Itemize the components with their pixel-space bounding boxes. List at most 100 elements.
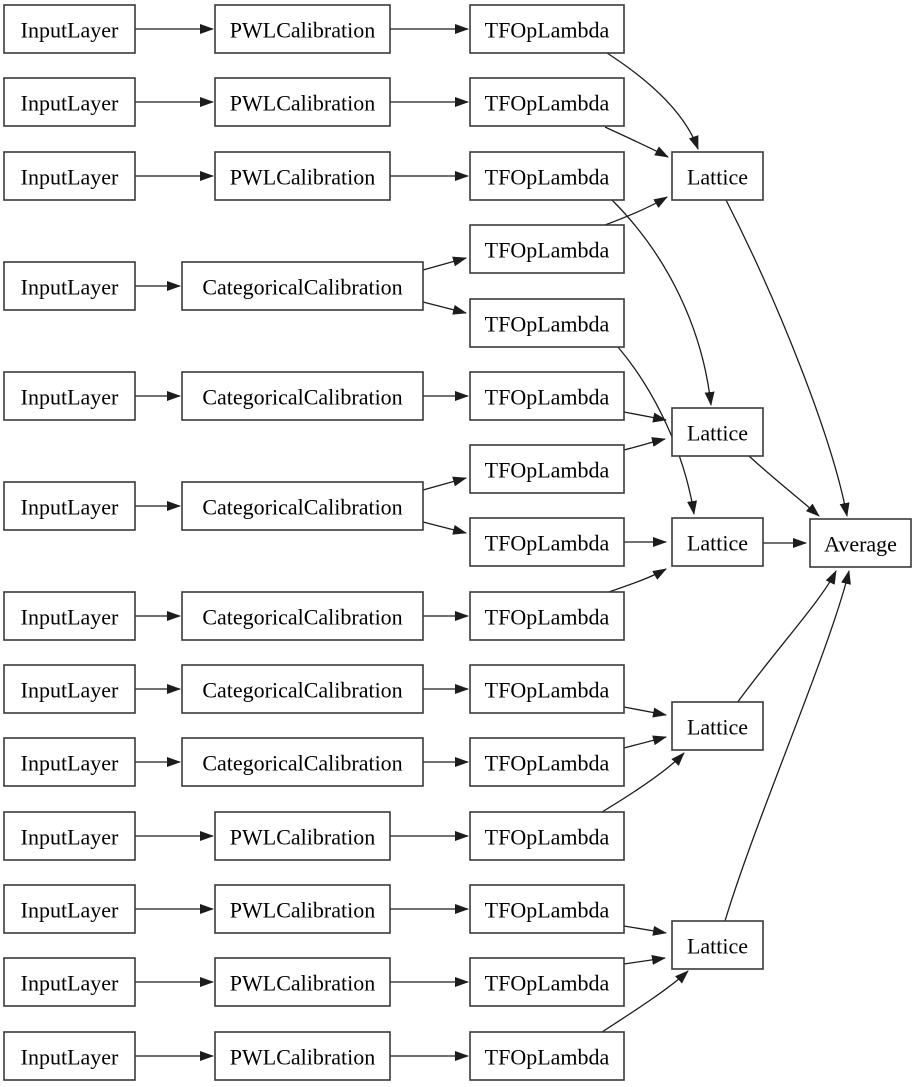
node-label-c11: PWLCalibration	[230, 898, 375, 923]
node-box-t3	[469, 151, 625, 201]
node-box-c9	[181, 737, 424, 787]
node-tfop-lambda-t4: TFOpLambda	[469, 224, 625, 274]
node-input-layer-i5: InputLayer	[3, 371, 136, 421]
node-box-t14	[469, 957, 625, 1007]
node-input-layer-i12: InputLayer	[3, 957, 136, 1007]
edge-t13-l5	[623, 925, 667, 936]
node-label-t2: TFOpLambda	[485, 91, 610, 116]
node-box-t9	[469, 591, 625, 641]
edge-t9-l3	[608, 568, 667, 593]
node-label-i10: InputLayer	[21, 825, 119, 850]
node-box-i3	[3, 151, 136, 201]
node-label-t8: TFOpLambda	[485, 531, 610, 556]
edges-layer	[135, 24, 851, 1061]
node-tfop-lambda-t6: TFOpLambda	[469, 371, 625, 421]
node-box-i4	[3, 261, 136, 311]
node-label-c3: PWLCalibration	[230, 165, 375, 190]
node-categorical-calibration-c4: CategoricalCalibration	[181, 261, 424, 311]
node-label-l1: Lattice	[687, 165, 748, 190]
node-label-t15: TFOpLambda	[485, 1045, 610, 1070]
node-box-t1	[469, 4, 625, 54]
node-tfop-lambda-t10: TFOpLambda	[469, 664, 625, 714]
node-tfop-lambda-t13: TFOpLambda	[469, 884, 625, 934]
node-average-avg: Average	[809, 518, 912, 568]
edge-t7-l2	[623, 437, 666, 451]
node-label-avg: Average	[824, 532, 897, 557]
node-label-c8: CategoricalCalibration	[202, 678, 402, 703]
node-box-l1	[671, 151, 764, 201]
edge-t4-l1	[604, 196, 668, 226]
node-box-c4	[181, 261, 424, 311]
node-label-t7: TFOpLambda	[485, 458, 610, 483]
node-pwl-calibration-c11: PWLCalibration	[214, 884, 391, 934]
node-label-l5: Lattice	[687, 934, 748, 959]
edge-l2-avg	[748, 455, 820, 517]
node-box-i10	[3, 811, 136, 861]
edge-t2-l1	[604, 126, 669, 158]
node-label-i8: InputLayer	[21, 678, 119, 703]
node-lattice-l4: Lattice	[671, 701, 764, 751]
node-tfop-lambda-t7: TFOpLambda	[469, 444, 625, 494]
node-box-i7	[3, 591, 136, 641]
node-box-t7	[469, 444, 625, 494]
node-label-i4: InputLayer	[21, 275, 119, 300]
node-box-t11	[469, 737, 625, 787]
node-tfop-lambda-t15: TFOpLambda	[469, 1031, 625, 1081]
edge-l5-avg	[724, 570, 851, 922]
node-box-l5	[671, 920, 764, 970]
node-label-c1: PWLCalibration	[230, 18, 375, 43]
node-input-layer-i8: InputLayer	[3, 664, 136, 714]
node-box-t10	[469, 664, 625, 714]
edge-l1-avg	[725, 199, 850, 517]
node-box-i1	[3, 4, 136, 54]
node-pwl-calibration-c3: PWLCalibration	[214, 151, 391, 201]
node-tfop-lambda-t12: TFOpLambda	[469, 811, 625, 861]
node-box-l2	[671, 407, 764, 457]
edge-c6-t7	[422, 476, 467, 491]
node-tfop-lambda-t11: TFOpLambda	[469, 737, 625, 787]
node-categorical-calibration-c5: CategoricalCalibration	[181, 371, 424, 421]
node-label-i6: InputLayer	[21, 495, 119, 520]
node-tfop-lambda-t14: TFOpLambda	[469, 957, 625, 1007]
node-categorical-calibration-c9: CategoricalCalibration	[181, 737, 424, 787]
node-label-t1: TFOpLambda	[485, 18, 610, 43]
node-tfop-lambda-t1: TFOpLambda	[469, 4, 625, 54]
node-label-t11: TFOpLambda	[485, 751, 610, 776]
node-label-i1: InputLayer	[21, 18, 119, 43]
node-box-i5	[3, 371, 136, 421]
node-pwl-calibration-c2: PWLCalibration	[214, 77, 391, 127]
node-input-layer-i1: InputLayer	[3, 4, 136, 54]
edge-t1-l1	[606, 52, 699, 150]
node-tfop-lambda-t5: TFOpLambda	[469, 298, 625, 348]
node-tfop-lambda-t2: TFOpLambda	[469, 77, 625, 127]
node-categorical-calibration-c8: CategoricalCalibration	[181, 664, 424, 714]
node-label-t6: TFOpLambda	[485, 385, 610, 410]
node-box-c11	[214, 884, 391, 934]
node-box-t15	[469, 1031, 625, 1081]
node-label-c4: CategoricalCalibration	[202, 275, 402, 300]
node-label-i7: InputLayer	[21, 605, 119, 630]
node-label-c12: PWLCalibration	[230, 971, 375, 996]
node-box-i2	[3, 77, 136, 127]
node-box-c2	[214, 77, 391, 127]
node-input-layer-i13: InputLayer	[3, 1031, 136, 1081]
node-tfop-lambda-t9: TFOpLambda	[469, 591, 625, 641]
node-label-c6: CategoricalCalibration	[202, 495, 402, 520]
node-label-c9: CategoricalCalibration	[202, 751, 402, 776]
node-label-t10: TFOpLambda	[485, 678, 610, 703]
node-label-t14: TFOpLambda	[485, 971, 610, 996]
node-input-layer-i9: InputLayer	[3, 737, 136, 787]
edge-t3-l2	[611, 199, 715, 406]
node-box-c13	[214, 1031, 391, 1081]
node-box-t4	[469, 224, 625, 274]
edge-t5-l3	[617, 346, 697, 515]
node-box-c12	[214, 957, 391, 1007]
node-box-c5	[181, 371, 424, 421]
node-label-i13: InputLayer	[21, 1045, 119, 1070]
node-label-i12: InputLayer	[21, 971, 119, 996]
node-input-layer-i10: InputLayer	[3, 811, 136, 861]
node-label-i2: InputLayer	[21, 91, 119, 116]
node-box-t6	[469, 371, 625, 421]
edge-t15-l5	[601, 970, 689, 1033]
